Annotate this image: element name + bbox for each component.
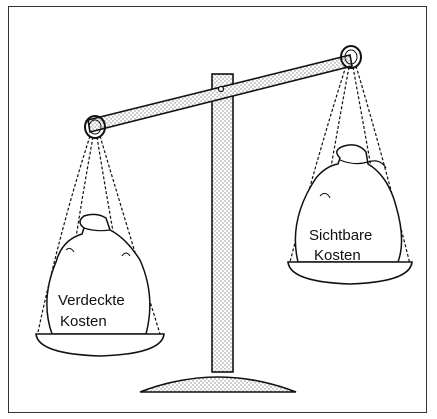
scale-post <box>211 73 234 373</box>
left-hanger-ring <box>84 115 106 139</box>
right-pan <box>287 261 413 285</box>
pivot-pin <box>217 85 225 93</box>
left-bag <box>46 213 151 335</box>
right-hanger-ring <box>340 45 362 69</box>
money-bag-icon <box>294 144 403 263</box>
right-bag <box>294 144 403 263</box>
money-bag-icon <box>46 213 151 335</box>
left-pan <box>35 333 165 357</box>
visible-costs-label-line1: Sichtbare <box>309 227 372 244</box>
visible-costs-label-line2: Kosten <box>314 247 361 264</box>
hidden-costs-label-line2: Kosten <box>60 313 107 330</box>
scale-base <box>139 376 297 393</box>
right-chains <box>289 65 411 265</box>
hidden-costs-label-line1: Verdeckte <box>58 292 125 309</box>
